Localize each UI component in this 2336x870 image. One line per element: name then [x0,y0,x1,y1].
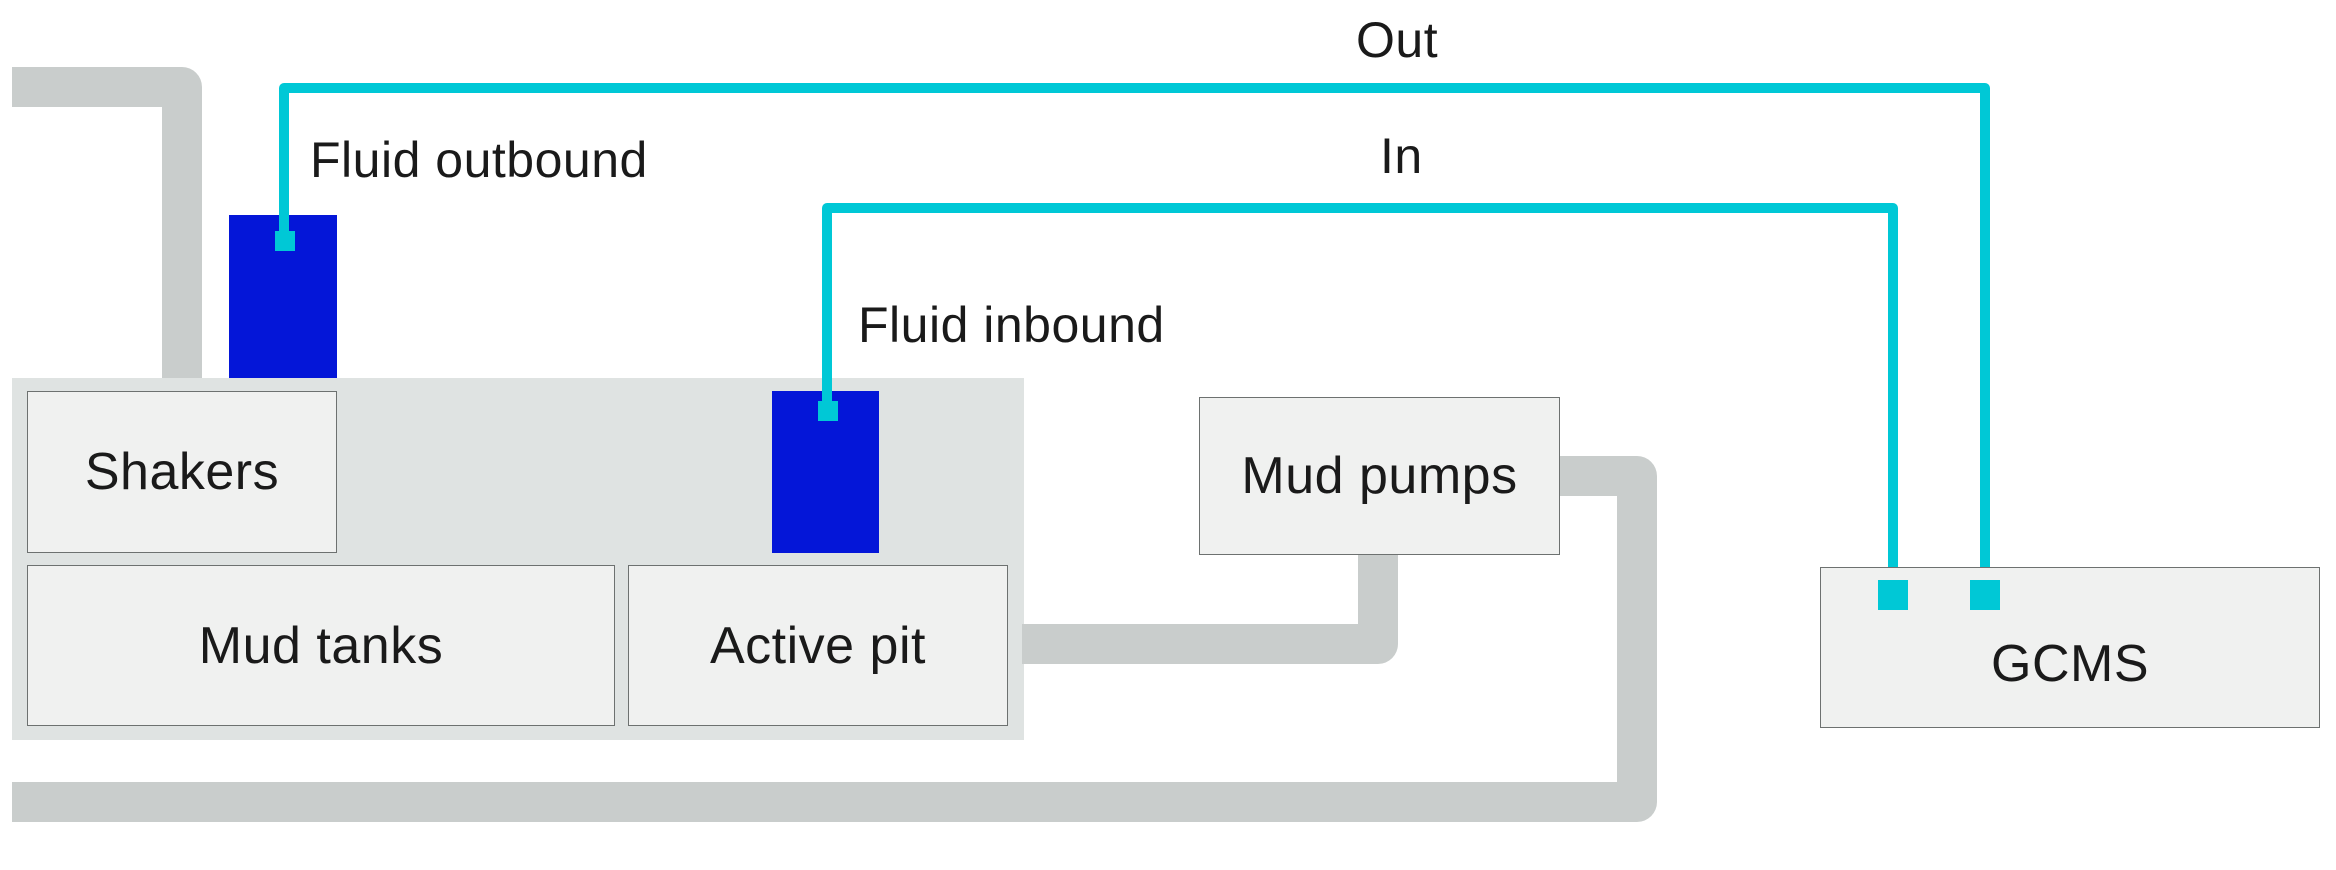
pit-to-pump-pipe [1022,553,1398,664]
in-label: In [1380,128,1423,184]
active-pit-box: Active pit [628,565,1008,726]
pump-return-pipe [12,456,1657,822]
out-connector-gcms [1970,580,2000,610]
out-label: Out [1356,12,1439,68]
in-connector-gcms [1878,580,1908,610]
in-signal-line [822,203,1898,596]
active-pit-label: Active pit [710,616,926,675]
mud-pumps-label: Mud pumps [1241,447,1518,505]
shakers-box: Shakers [27,391,337,553]
shakers-label: Shakers [84,443,280,501]
out-connector-sensor [275,231,295,251]
in-connector-sensor [818,401,838,421]
fluid-outbound-label: Fluid outbound [310,132,648,188]
mud-pumps-box: Mud pumps [1199,397,1560,555]
mud-tanks-box: Mud tanks [27,565,615,726]
gcms-label: GCMS [1991,634,2149,693]
return-pipe-top [12,67,202,380]
mud-tanks-label: Mud tanks [198,616,444,675]
fluid-inbound-label: Fluid inbound [858,297,1165,353]
out-signal-line [279,83,1990,596]
